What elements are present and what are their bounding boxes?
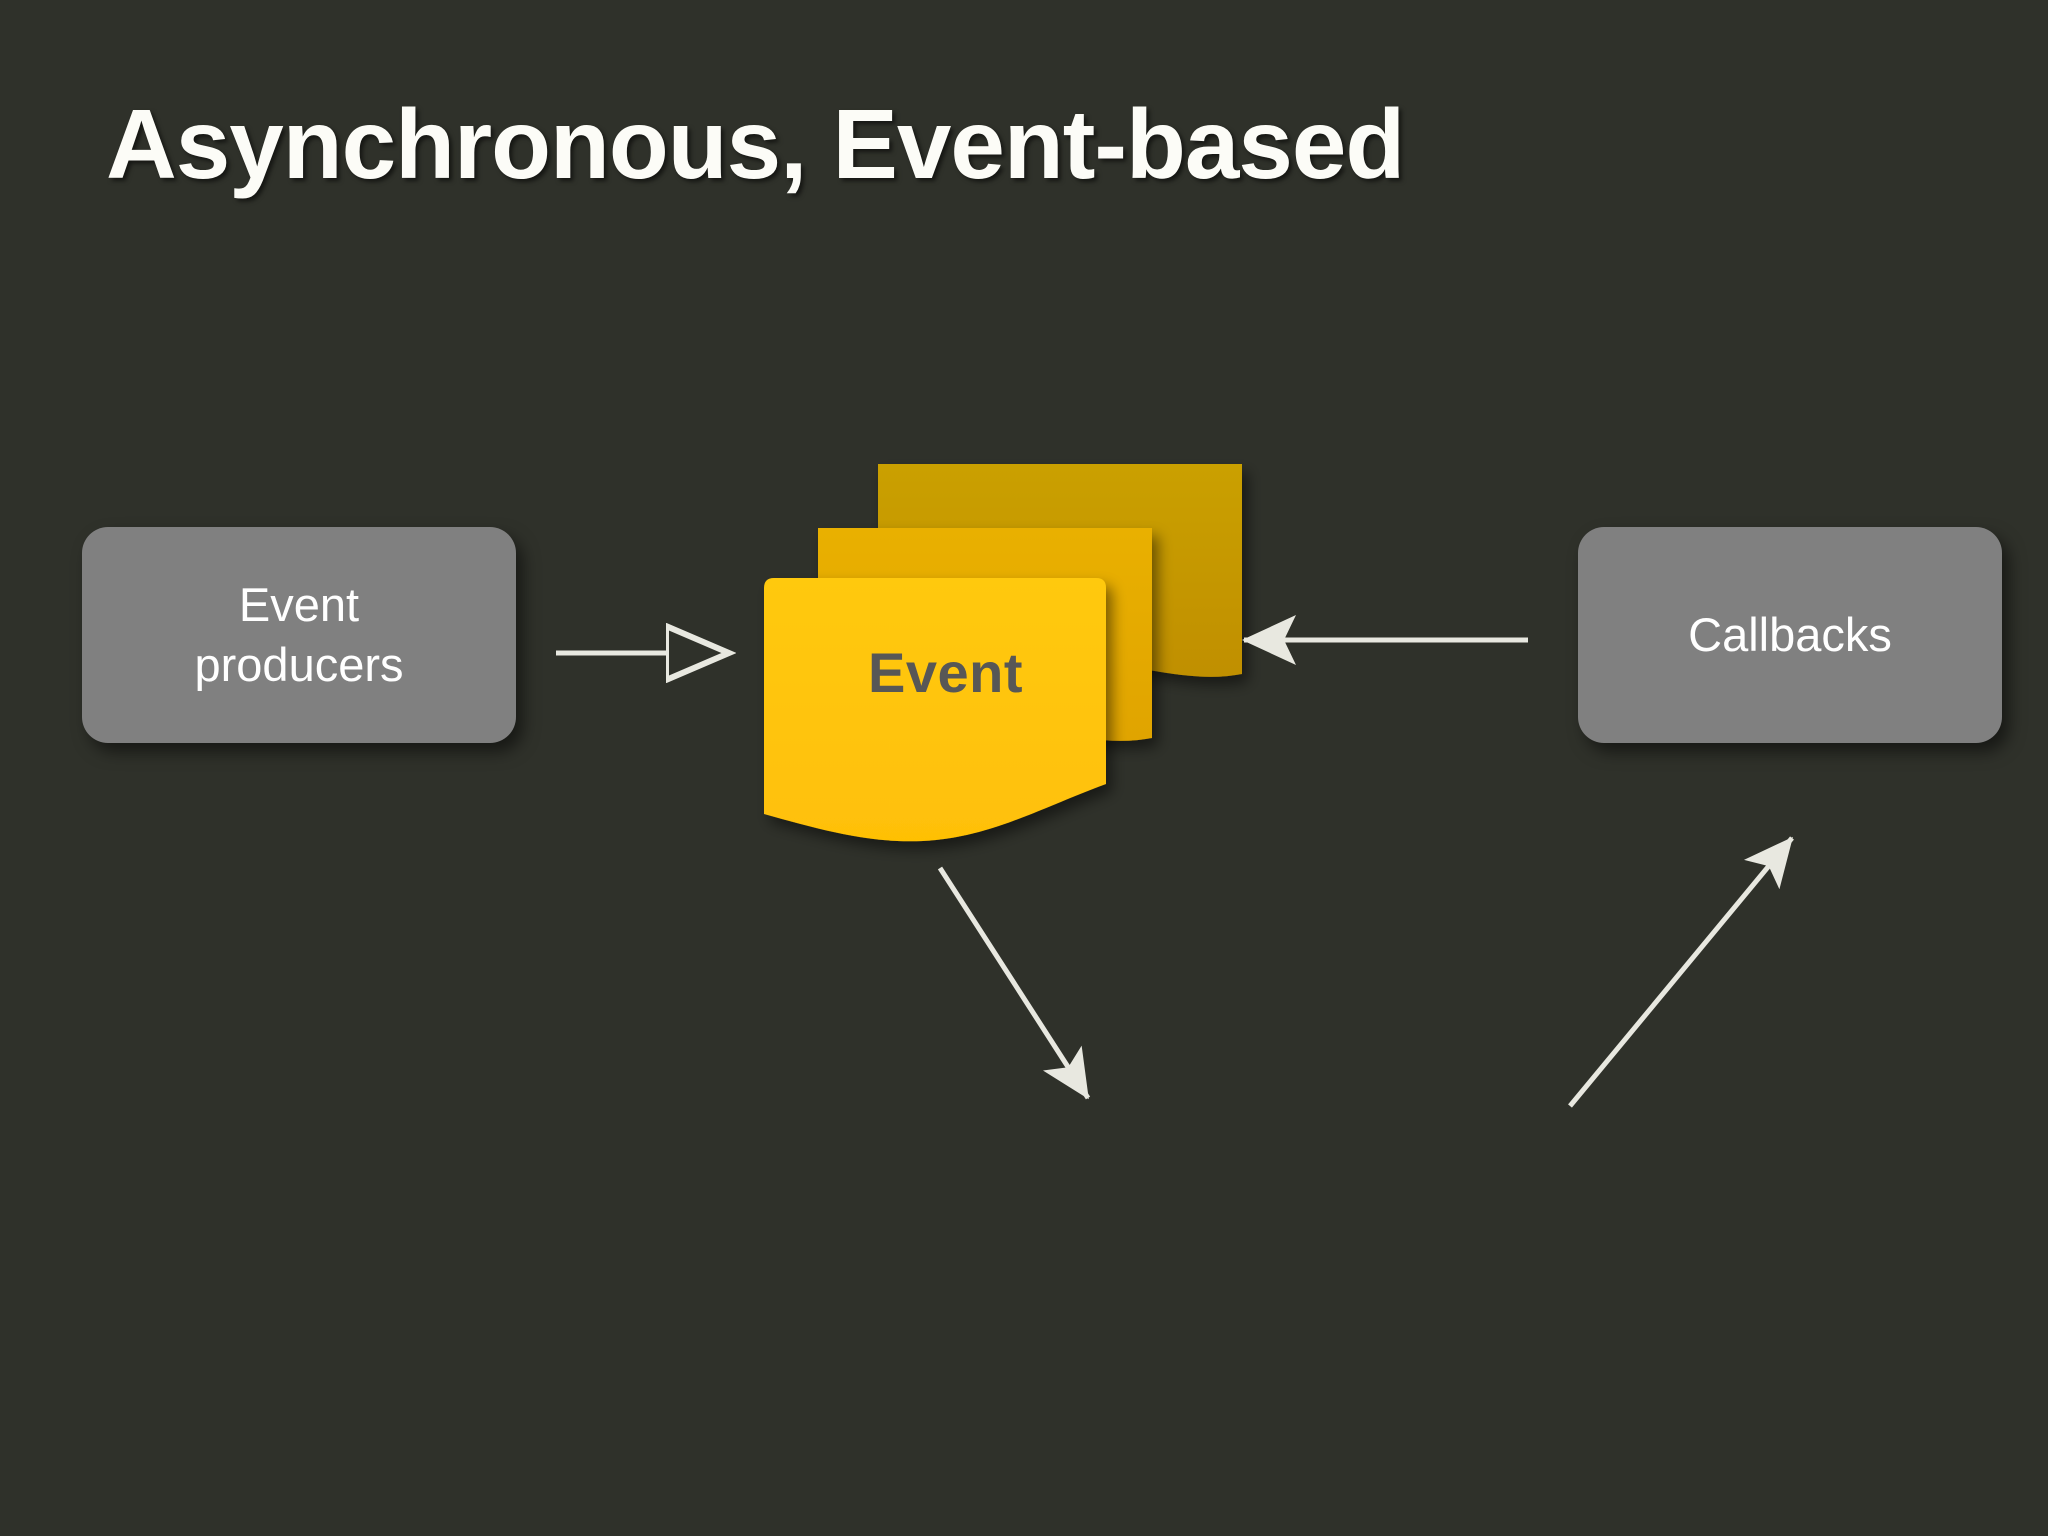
node-callbacks-label: Callbacks: [1688, 607, 1892, 661]
arrow-event-downward: [937, 866, 1091, 1100]
event-sheet-front: [764, 578, 1106, 842]
page-title: Asynchronous, Event-based: [106, 89, 1405, 199]
node-callbacks[interactable]: Callbacks: [1578, 527, 2002, 743]
node-event-producers-label: Event producers: [194, 577, 404, 691]
node-event-producers[interactable]: Event producers: [82, 527, 516, 743]
event-stack-graphic: [764, 464, 1242, 842]
node-event-stack[interactable]: Event: [760, 450, 1242, 850]
arrow-upward-to-callbacks: [1568, 836, 1794, 1108]
